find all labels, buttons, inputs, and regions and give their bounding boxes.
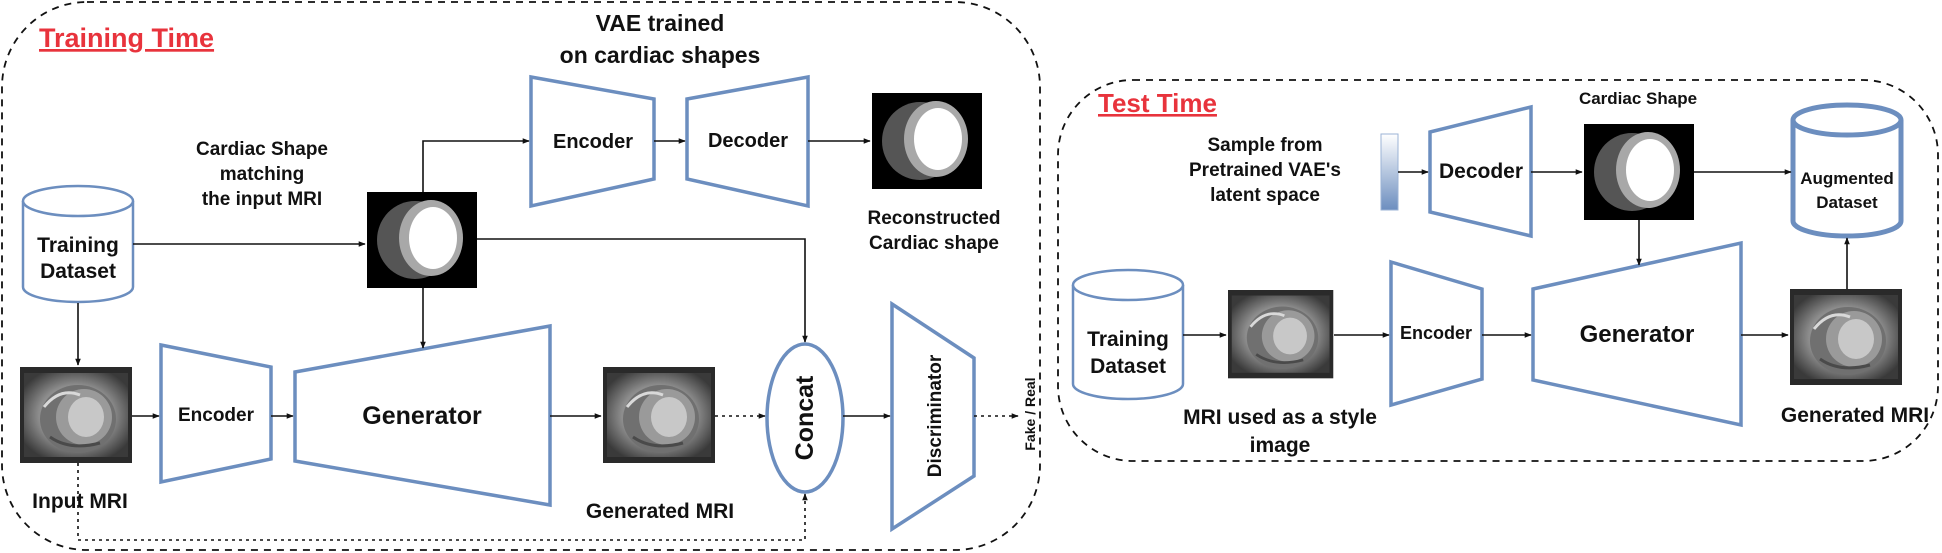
vae-title-line2: on cardiac shapes <box>560 42 761 68</box>
shape-label-line2: matching <box>220 164 304 185</box>
vae-decoder-label: Decoder <box>708 130 788 152</box>
test-generator-block <box>1531 240 1743 428</box>
style-label-line2: image <box>1250 434 1311 457</box>
sample-label-line2: Pretrained VAE's <box>1189 160 1341 181</box>
test-generated-mri-label: Generated MRI <box>1781 404 1929 427</box>
vae-decoder-block <box>685 74 810 209</box>
test-encoder-block <box>1389 259 1484 408</box>
training-frame <box>1 1 1041 551</box>
test-title: Test Time <box>1098 88 1217 118</box>
test-training-dataset-cylinder <box>1071 268 1185 401</box>
training-dataset-label-line2: Dataset <box>40 260 116 283</box>
encoder-label: Encoder <box>178 405 255 426</box>
input-mri-image <box>18 365 134 465</box>
vae-encoder-block <box>529 74 656 209</box>
augmented-dataset-cylinder <box>1790 102 1904 239</box>
test-cardiac-shape-label: Cardiac Shape <box>1579 89 1697 108</box>
input-mri-label: Input MRI <box>32 490 128 513</box>
training-dataset-cylinder <box>21 184 135 304</box>
reconstructed-shape-image <box>872 93 982 189</box>
style-mri-image <box>1226 288 1335 380</box>
encoder-block <box>159 342 273 485</box>
test-generated-mri-image <box>1788 287 1904 387</box>
sample-label-line3: latent space <box>1210 185 1320 206</box>
discriminator-block <box>890 300 976 533</box>
generator-block <box>293 323 552 508</box>
test-dataset-label-line1: Training <box>1087 328 1169 351</box>
shape-label-line1: Cardiac Shape <box>196 139 328 160</box>
test-generator-label: Generator <box>1580 321 1695 348</box>
vae-title-line1: VAE trained <box>596 10 725 36</box>
reconstructed-label-line1: Reconstructed <box>867 208 1000 229</box>
discriminator-label: Discriminator <box>925 354 946 477</box>
test-encoder-label: Encoder <box>1400 323 1472 343</box>
test-decoder-block <box>1428 104 1533 239</box>
test-dataset-label-line2: Dataset <box>1090 355 1166 378</box>
training-dataset-label-line1: Training <box>37 234 119 257</box>
test-cardiac-shape-image <box>1584 124 1694 220</box>
edge-input-mri-to-concat <box>77 463 808 541</box>
edge-shape-to-vae <box>422 138 530 192</box>
reconstructed-label-line2: Cardiac shape <box>869 233 999 254</box>
training-title: Training Time <box>39 23 214 53</box>
vae-encoder-label: Encoder <box>553 131 633 153</box>
test-decoder-label: Decoder <box>1439 160 1523 183</box>
generated-mri-label: Generated MRI <box>586 500 734 523</box>
shape-label-line3: the input MRI <box>202 189 322 210</box>
edge-shape-to-concat <box>477 238 808 343</box>
generator-label: Generator <box>362 402 482 430</box>
concat-block <box>765 342 845 494</box>
generated-mri-image <box>601 365 717 465</box>
augmented-label-line1: Augmented <box>1800 169 1894 188</box>
test-frame <box>1057 79 1939 462</box>
cardiac-shape-image <box>367 192 477 288</box>
augmented-label-line2: Dataset <box>1816 193 1878 212</box>
latent-vector <box>1380 133 1399 211</box>
fake-real-label: Fake / Real <box>1022 377 1038 450</box>
sample-label-line1: Sample from <box>1207 135 1322 156</box>
style-label-line1: MRI used as a style <box>1183 406 1377 429</box>
concat-label: Concat <box>791 375 819 460</box>
